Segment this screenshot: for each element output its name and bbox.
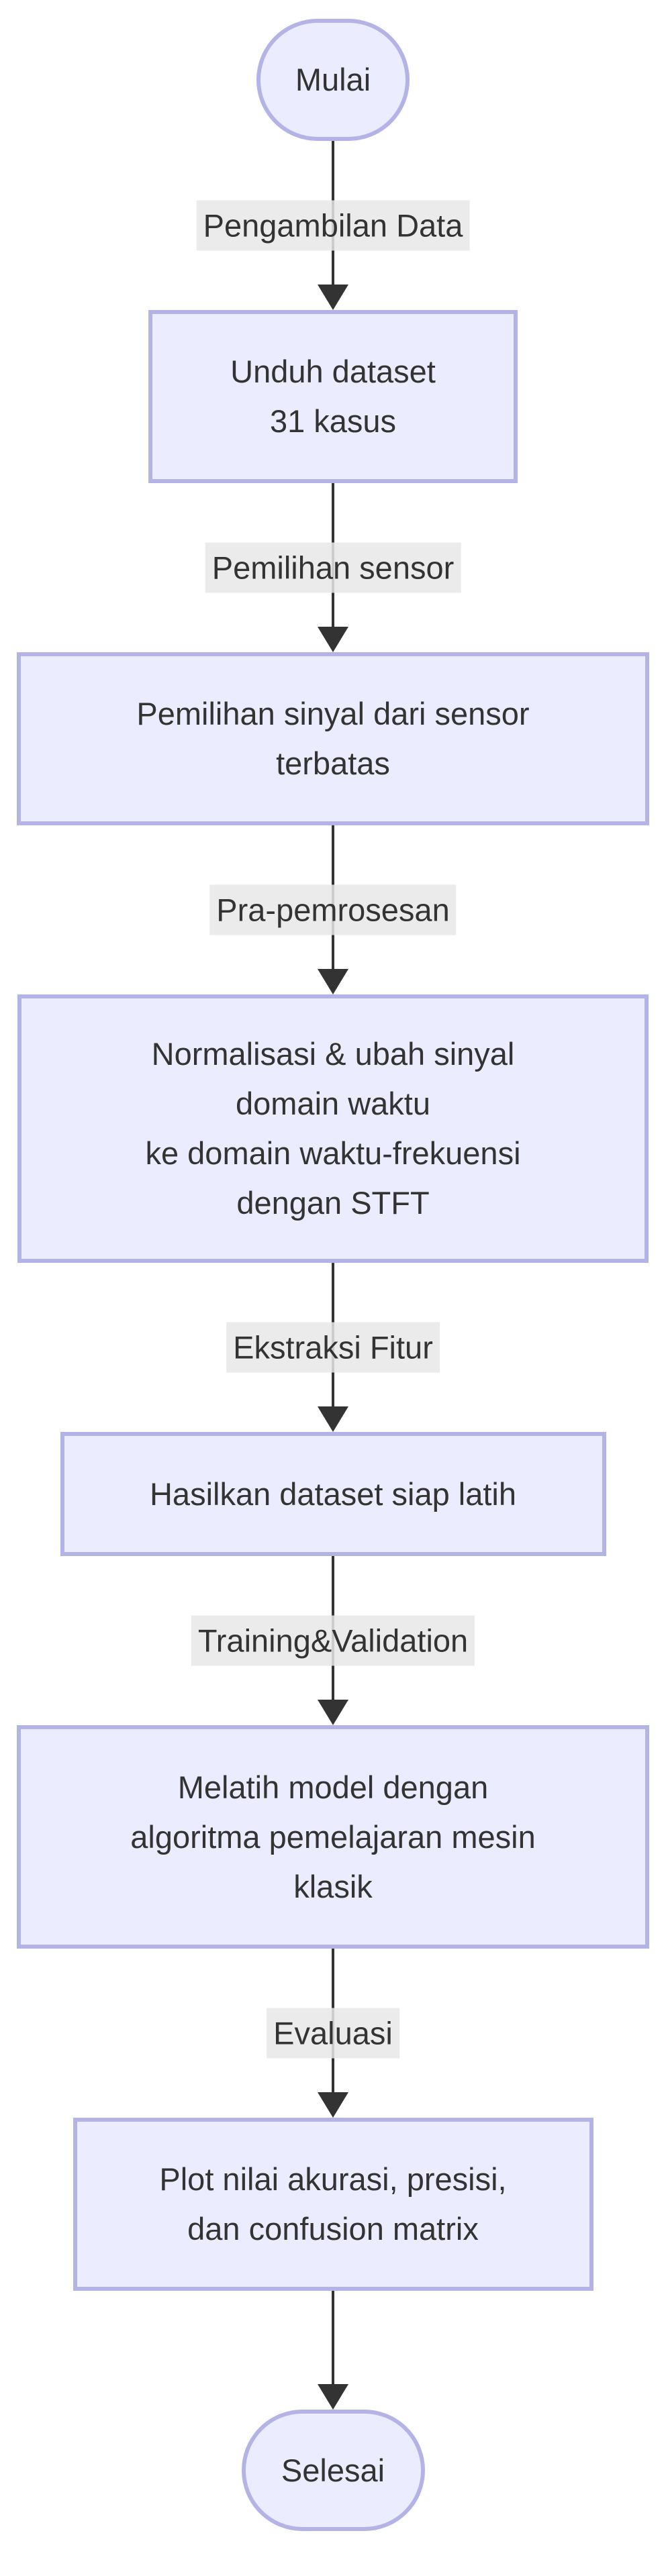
edge-label-training-validation: Training&Validation <box>191 1615 475 1666</box>
node-text-line: domain waktu <box>236 1086 430 1121</box>
edge-to-selesai <box>0 2291 666 2410</box>
node-text-line: klasik <box>293 1868 373 1904</box>
edge-evaluasi: Evaluasi <box>0 1949 666 2118</box>
node-text-line: Melatih model dengan <box>177 1769 489 1805</box>
arrowhead-icon <box>318 1700 348 1725</box>
edge-training-validation: Training&Validation <box>0 1556 666 1725</box>
edge-pemilihan-sensor: Pemilihan sensor <box>0 483 666 652</box>
arrowhead-icon <box>318 2092 348 2118</box>
node-text-line: 31 kasus <box>269 403 397 439</box>
node-melatih-model: Melatih model dengan algoritma pemelajar… <box>17 1725 649 1949</box>
arrowhead-icon <box>318 1406 348 1432</box>
node-plot-hasil: Plot nilai akurasi, presisi, dan confusi… <box>73 2118 593 2291</box>
arrowhead-icon <box>318 627 348 652</box>
node-text-line: dan confusion matrix <box>187 2211 479 2247</box>
node-text-line: Normalisasi & ubah sinyal <box>151 1036 515 1072</box>
node-text-line: Hasilkan dataset siap latih <box>149 1476 517 1512</box>
node-start-mulai: Mulai <box>256 19 410 141</box>
flow-line <box>332 2291 334 2387</box>
edge-label-pemilihan-sensor: Pemilihan sensor <box>205 542 461 593</box>
node-text-line: dengan STFT <box>236 1185 430 1221</box>
node-text-line: Plot nilai akurasi, presisi, <box>159 2161 507 2197</box>
node-text-line: Unduh dataset <box>230 354 436 389</box>
edge-label-ekstraksi-fitur: Ekstraksi Fitur <box>226 1322 440 1373</box>
edge-ekstraksi-fitur: Ekstraksi Fitur <box>0 1263 666 1432</box>
node-pemilihan-sinyal: Pemilihan sinyal dari sensor terbatas <box>17 652 649 825</box>
node-unduh-dataset: Unduh dataset 31 kasus <box>148 310 518 483</box>
edge-pengambilan-data: Pengambilan Data <box>0 141 666 310</box>
node-end-selesai: Selesai <box>241 2410 425 2531</box>
node-normalisasi-stft: Normalisasi & ubah sinyal domain waktu k… <box>17 994 649 1263</box>
edge-label-pengambilan-data: Pengambilan Data <box>196 200 470 251</box>
node-text-line: terbatas <box>276 745 390 781</box>
node-text-line: ke domain waktu-frekuensi <box>145 1135 521 1171</box>
arrowhead-icon <box>318 285 348 310</box>
node-text-line: Mulai <box>295 62 371 97</box>
node-text-line: Pemilihan sinyal dari sensor <box>136 696 530 731</box>
arrowhead-icon <box>318 2384 348 2410</box>
edge-label-pra-pemrosesan: Pra-pemrosesan <box>209 884 457 935</box>
edge-label-evaluasi: Evaluasi <box>267 2008 399 2059</box>
node-text-line: Selesai <box>281 2452 385 2488</box>
node-hasilkan-dataset: Hasilkan dataset siap latih <box>60 1432 606 1556</box>
node-text-line: algoritma pemelajaran mesin <box>130 1818 536 1855</box>
edge-pra-pemrosesan: Pra-pemrosesan <box>0 825 666 994</box>
arrowhead-icon <box>318 969 348 994</box>
